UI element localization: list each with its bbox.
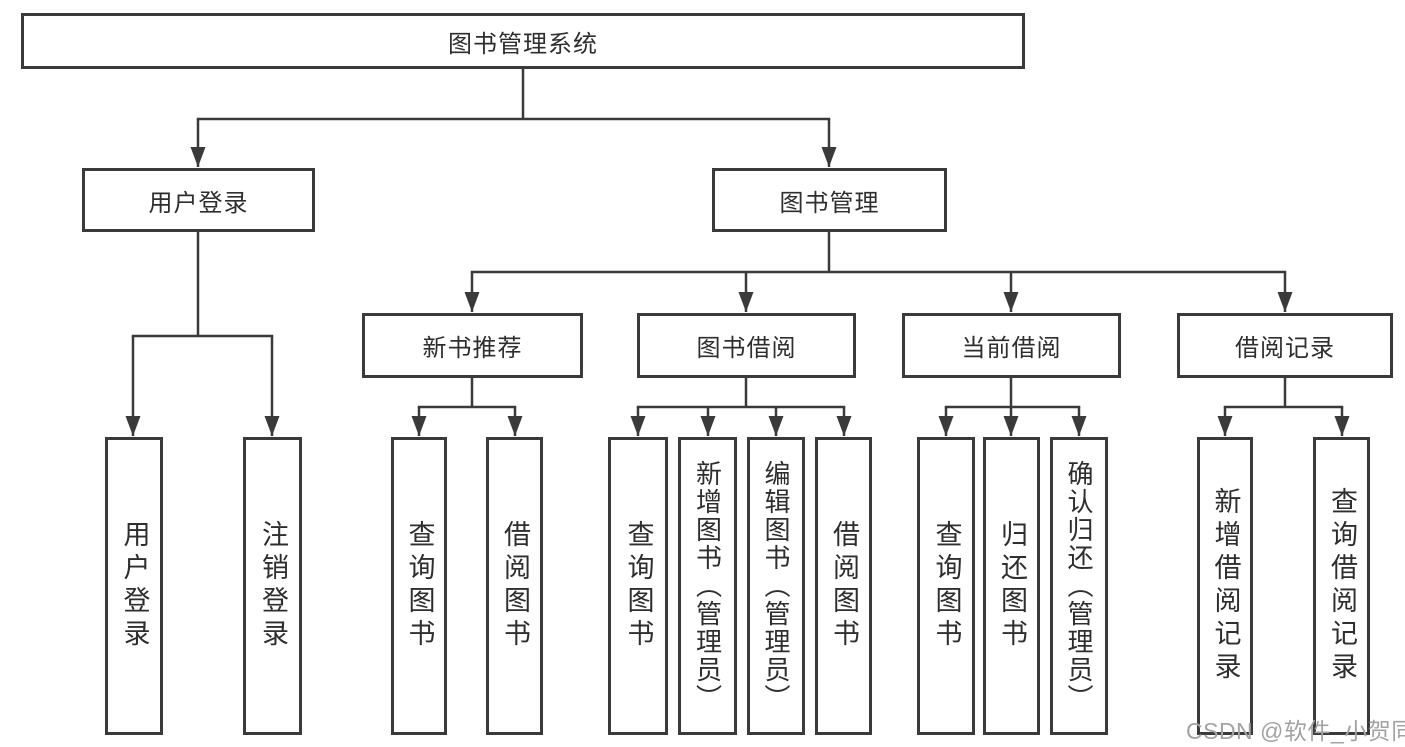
node-book-borrowing: 图书借阅	[637, 313, 856, 378]
leaf-query-books-3: 查询图书	[917, 437, 975, 735]
node-book-management: 图书管理	[712, 168, 947, 232]
leaf-add-borrow-record: 新增借阅记录	[1197, 437, 1253, 735]
leaf-borrow-books-2: 借阅图书	[815, 437, 872, 735]
leaf-query-borrow-record: 查询借阅记录	[1313, 437, 1370, 735]
node-borrowing-records: 借阅记录	[1177, 313, 1393, 378]
leaf-confirm-return-admin: 确认归还（管理员）	[1050, 437, 1108, 735]
leaf-logout: 注销登录	[243, 437, 302, 735]
leaf-borrow-books-1: 借阅图书	[486, 437, 543, 735]
leaf-edit-books-admin: 编辑图书（管理员）	[747, 437, 805, 735]
node-root: 图书管理系统	[21, 13, 1025, 69]
node-new-book-recommend: 新书推荐	[362, 313, 583, 378]
leaf-query-books-1: 查询图书	[391, 437, 447, 735]
watermark: CSDN @软件_小贺同学	[1186, 718, 1405, 744]
node-current-borrowing: 当前借阅	[902, 313, 1121, 378]
leaf-add-books-admin: 新增图书（管理员）	[678, 437, 737, 735]
node-user-login-branch: 用户登录	[82, 168, 315, 232]
leaf-query-books-2: 查询图书	[608, 437, 668, 735]
leaf-user-login: 用户登录	[105, 437, 163, 735]
leaf-return-books: 归还图书	[983, 437, 1040, 735]
